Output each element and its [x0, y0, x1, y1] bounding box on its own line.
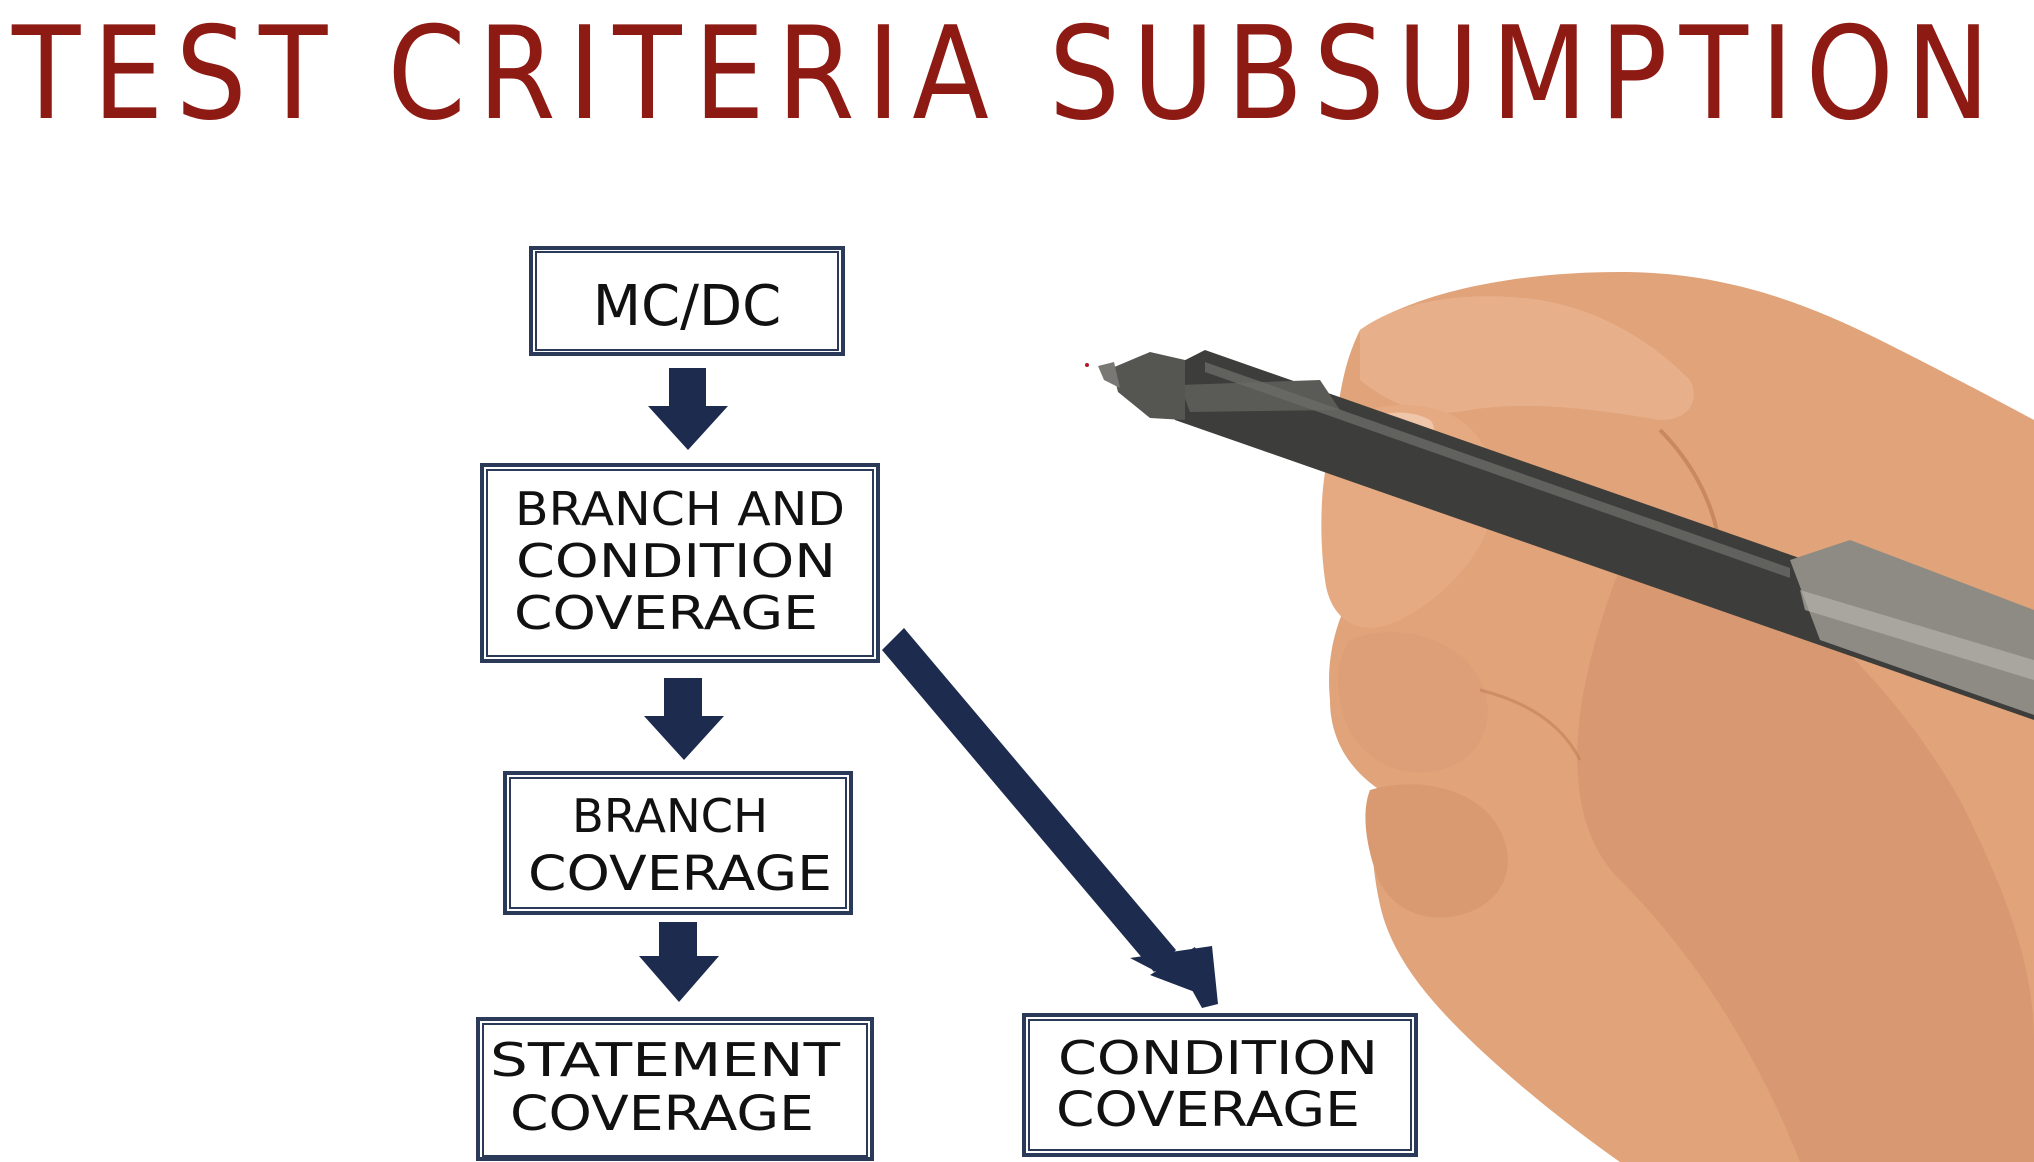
arrow-branch-condition-to-condition [882, 628, 1218, 1008]
box-condition-line1: CONDITION [1058, 1031, 1378, 1085]
box-branch-condition-line1: BRANCH AND [515, 482, 845, 536]
box-statement-line2: COVERAGE [510, 1086, 814, 1142]
arrow-mcdc-to-branch-condition [648, 368, 728, 450]
arrow-branch-to-statement [639, 922, 719, 1002]
box-mcdc: MC/DC [529, 246, 845, 356]
box-statement-coverage: STATEMENT COVERAGE [476, 1017, 874, 1161]
box-branch-condition-line2: CONDITION [516, 534, 836, 588]
arrow-branch-condition-to-branch [644, 678, 724, 760]
box-branch-condition-coverage: BRANCH AND CONDITION COVERAGE [480, 463, 880, 663]
box-branch-coverage: BRANCH COVERAGE [503, 771, 853, 915]
pen-icon [1085, 350, 2034, 720]
box-mcdc-label: MC/DC [593, 274, 782, 339]
box-branch-line2: COVERAGE [528, 846, 832, 902]
box-statement-line1: STATEMENT [490, 1033, 841, 1087]
hand-holding-pen [1321, 272, 2034, 1162]
page-title: TEST CRITERIA SUBSUMPTION [11, 0, 2002, 149]
box-branch-condition-line3: COVERAGE [514, 586, 818, 640]
box-branch-line1: BRANCH [572, 789, 768, 843]
box-condition-coverage: CONDITION COVERAGE [1022, 1013, 1418, 1157]
box-condition-line2: COVERAGE [1056, 1082, 1360, 1138]
